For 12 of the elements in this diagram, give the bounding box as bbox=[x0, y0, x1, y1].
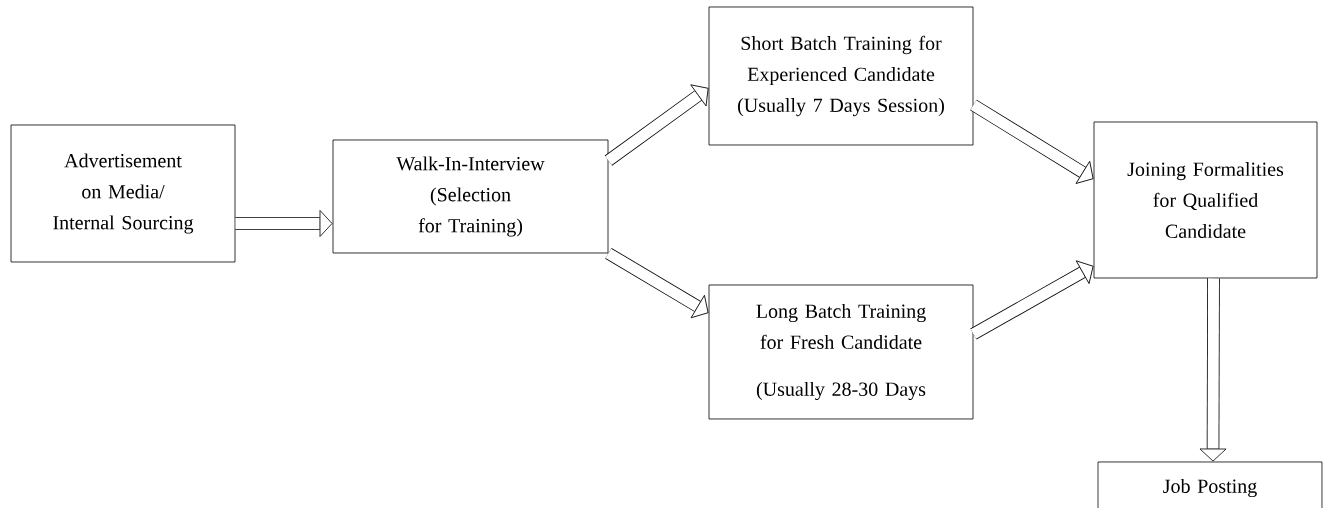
block-arrow bbox=[970, 260, 1094, 340]
process-box: Advertisement on Media/ Internal Sourcing bbox=[10, 124, 236, 263]
process-box: Walk-In-Interview (Selection for Training) bbox=[332, 139, 609, 254]
process-box: Short Batch Training for Experienced Candidate (Usually 7 Days Session) bbox=[708, 6, 974, 146]
block-arrow bbox=[235, 210, 333, 237]
block-arrow bbox=[1199, 278, 1227, 462]
process-box: Long Batch Training for Fresh Candidate (Usually 28-30 Days bbox=[708, 284, 974, 420]
process-box: Joining Formalities for Qualified Candidate bbox=[1093, 121, 1318, 279]
process-box: Job Posting bbox=[1097, 461, 1323, 508]
block-arrow bbox=[970, 99, 1094, 184]
block-arrow bbox=[605, 247, 709, 319]
block-arrow bbox=[604, 84, 709, 166]
